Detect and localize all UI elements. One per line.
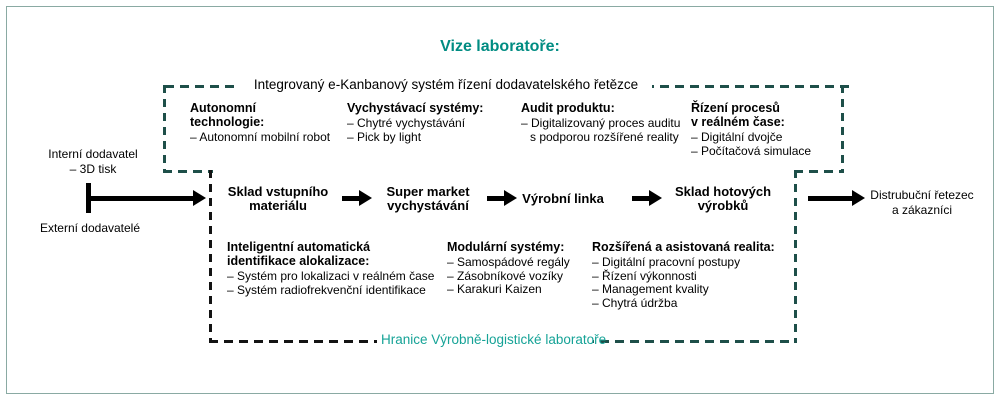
- lab-boundary-bottom-left-dash: [209, 340, 377, 343]
- annotation-item: – Chytré vychystávání: [347, 116, 466, 130]
- annotation-rozsirena-realita: Rozšířená a asistovaná realita: – Digitá…: [592, 240, 775, 310]
- annotation-title: Vychystávací systémy:: [347, 101, 484, 115]
- annotation-item: – Karakuri Kaizen: [447, 282, 542, 296]
- flow-arrow-1: [342, 190, 372, 206]
- figure-border: [6, 6, 994, 394]
- station-line1: Výrobní linka: [522, 191, 604, 206]
- flow-arrow-2: [487, 190, 517, 206]
- station-super-market-vychystavani: Super market vychystávání: [366, 184, 490, 214]
- station-sklad-vstupniho-materialu: Sklad vstupního materiálu: [216, 184, 340, 214]
- annotation-item: – Chytrá údržba: [592, 295, 678, 310]
- annotation-item: – Autonomní mobilní robot: [190, 130, 331, 144]
- distribution-line2: a zákazníci: [891, 203, 953, 217]
- kanban-box-left-dash: [163, 85, 166, 173]
- lab-boundary-label: Hranice Výrobně-logistické laboratoře: [377, 332, 606, 347]
- internal-supplier-line1: Interní dodavatel: [48, 147, 138, 161]
- annotation-item: – Pick by light: [347, 129, 422, 144]
- external-supplier-label: Externí dodavatelé: [39, 221, 141, 235]
- station-line2: vychystávání: [387, 198, 469, 213]
- lab-boundary-right-dash: [794, 170, 797, 343]
- station-line1: Sklad vstupního: [227, 184, 329, 199]
- annotation-autonomni-technologie: Autonomní technologie: – Autonomní mobil…: [190, 101, 330, 145]
- distribution-label: Distrubuční řetezec a zákazníci: [862, 188, 982, 218]
- annotation-title: Audit produktu:: [521, 101, 615, 115]
- output-arrow: [808, 190, 865, 206]
- annotation-item: – Management kvality: [592, 282, 709, 296]
- annotation-title: identifikace alokalizace:: [227, 254, 370, 268]
- annotation-title: v reálném čase:: [691, 115, 785, 129]
- annotation-item: – Samospádové regály: [447, 255, 570, 269]
- kanban-box-left-corner-dash: [163, 170, 213, 173]
- annotation-modularni-systemy: Modulární systémy: – Samospádové regály …: [447, 240, 570, 297]
- lab-boundary-bottom-right-dash: [585, 340, 797, 343]
- station-line2: výrobků: [697, 198, 749, 213]
- distribution-line1: Distrubuční řetezec: [870, 188, 974, 202]
- annotation-audit-produktu: Audit produktu: – Digitalizovaný proces …: [521, 101, 680, 144]
- supply-arrow-head: [193, 190, 206, 206]
- annotation-item: – Řízení výkonnosti: [592, 268, 697, 283]
- station-line1: Sklad hotových: [674, 184, 772, 199]
- annotation-item: – Systém pro lokalizaci v reálném čase: [227, 269, 435, 283]
- annotation-item: – Digitální dvojče: [691, 130, 783, 144]
- supply-arrow: [86, 190, 206, 206]
- annotation-item: s podporou rozšířené reality: [530, 129, 679, 144]
- internal-supplier-label: Interní dodavatel – 3D tisk: [28, 147, 158, 177]
- annotation-item: – Digitální pracovní postupy: [592, 255, 741, 269]
- annotation-title: Rozšířená a asistovaná realita:: [592, 240, 775, 254]
- kanban-system-label: Integrovaný e-Kanbanový systém řízení do…: [240, 77, 652, 92]
- annotation-item: – Systém radiofrekvenční identifikace: [227, 282, 426, 297]
- flow-arrow-3: [632, 190, 662, 206]
- kanban-box-right-dash: [841, 85, 844, 173]
- station-vyrobni-linka: Výrobní linka: [501, 184, 625, 214]
- annotation-title: technologie:: [190, 115, 265, 129]
- annotation-item: – Zásobníkové vozíky: [447, 268, 564, 283]
- kanban-box-right-corner-dash: [794, 170, 844, 173]
- annotation-item: – Počítačová simulace: [691, 143, 812, 158]
- page-title: Vize laboratoře:: [440, 38, 560, 55]
- annotation-title: Řízení procesů: [691, 101, 780, 115]
- station-line2: materiálu: [249, 198, 307, 213]
- annotation-title: Autonomní: [190, 101, 256, 115]
- lab-boundary-left-dash: [209, 170, 212, 343]
- annotation-item: – Digitalizovaný proces auditu: [521, 116, 681, 130]
- supply-arrow-shaft: [86, 195, 193, 201]
- annotation-title: Modulární systémy:: [447, 240, 565, 254]
- annotation-rizeni-procesu: Řízení procesů v reálném čase: – Digitál…: [691, 101, 811, 158]
- annotation-inteligentni-identifikace: Inteligentní automatická identifikace al…: [227, 240, 434, 297]
- annotation-vychystavaci-systemy: Vychystávací systémy: – Chytré vychystáv…: [347, 101, 483, 144]
- internal-supplier-line2: – 3D tisk: [69, 162, 117, 176]
- annotation-title: Inteligentní automatická: [227, 240, 371, 254]
- station-line1: Super market: [386, 184, 470, 199]
- station-sklad-hotovych-vyrobku: Sklad hotových výrobků: [661, 184, 785, 214]
